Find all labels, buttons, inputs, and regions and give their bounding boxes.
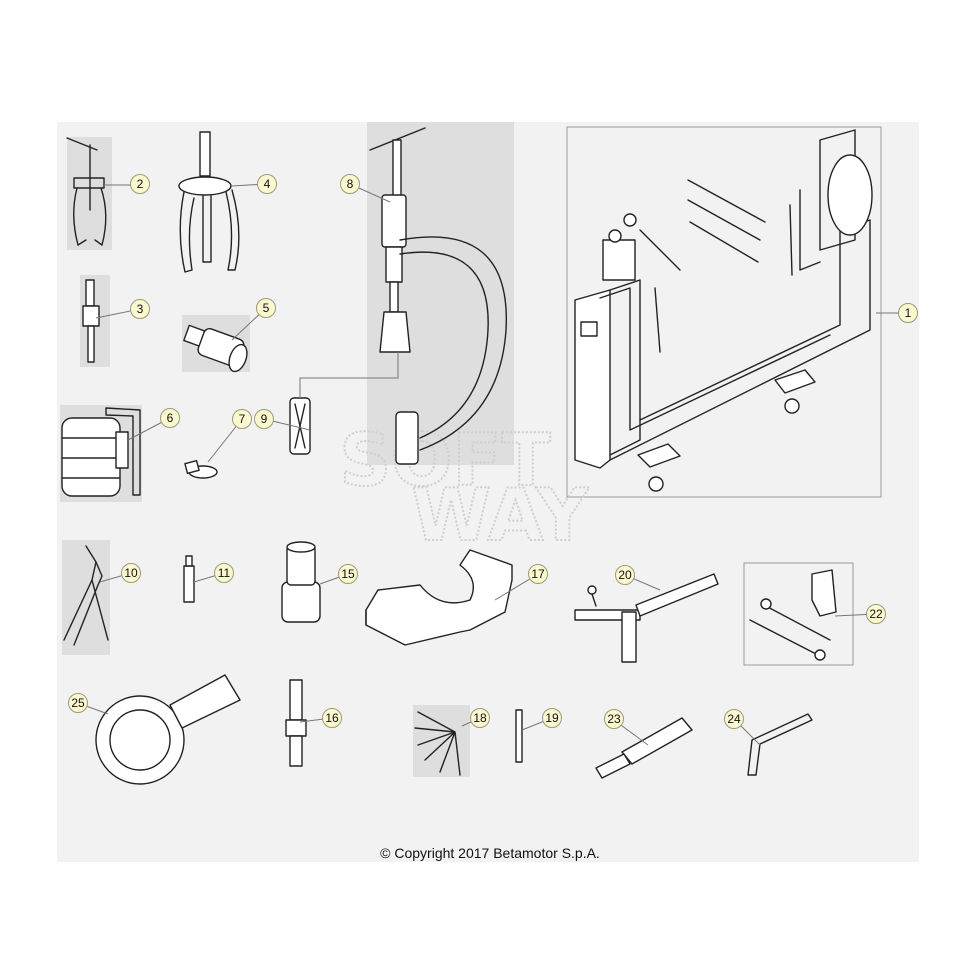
- callout-20: 20: [615, 565, 635, 585]
- part-8-highlight: [367, 122, 514, 465]
- callout-23: 23: [604, 709, 624, 729]
- part-18-feeler: [414, 711, 461, 776]
- svg-text:15: 15: [341, 567, 355, 581]
- svg-text:25: 25: [71, 696, 85, 710]
- watermark-line1: SOFT: [339, 418, 550, 502]
- part-4-puller: [178, 131, 240, 273]
- callout-15: 15: [338, 564, 358, 584]
- part-16-tool: [285, 679, 307, 767]
- svg-text:10: 10: [124, 566, 138, 580]
- part-23-bar: [595, 717, 693, 779]
- watermark-line2: WAY: [411, 473, 589, 557]
- part-19-pin: [515, 709, 523, 763]
- callout-5: 5: [256, 298, 276, 318]
- svg-text:2: 2: [137, 177, 144, 191]
- callout-22: 22: [866, 604, 886, 624]
- part-5-socket: [183, 324, 248, 373]
- svg-text:16: 16: [325, 711, 339, 725]
- svg-text:9: 9: [261, 412, 268, 426]
- svg-text:17: 17: [531, 567, 545, 581]
- callout-24: 24: [724, 709, 744, 729]
- part-17-plate: [365, 549, 513, 646]
- callout-17: 17: [528, 564, 548, 584]
- svg-text:19: 19: [545, 711, 559, 725]
- svg-text:4: 4: [264, 177, 271, 191]
- callout-2: 2: [130, 174, 150, 194]
- callout-4: 4: [257, 174, 277, 194]
- part-2-puller: [66, 137, 107, 246]
- callout-25: 25: [68, 693, 88, 713]
- part-15-socket: [281, 541, 321, 623]
- callout-7: 7: [232, 409, 252, 429]
- svg-text:22: 22: [869, 607, 883, 621]
- svg-text:24: 24: [727, 712, 741, 726]
- part-25-wrench: [95, 674, 241, 785]
- part-11-drift: [183, 555, 195, 603]
- part-18-highlight: [413, 705, 470, 777]
- part-22-bracket: [749, 569, 837, 661]
- callout-19: 19: [542, 708, 562, 728]
- svg-text:1: 1: [905, 306, 912, 320]
- callout-16: 16: [322, 708, 342, 728]
- callout-9: 9: [254, 409, 274, 429]
- part-3-extractor: [82, 279, 100, 363]
- callout-11: 11: [214, 563, 234, 583]
- callout-1: 1: [898, 303, 918, 323]
- callout-6: 6: [160, 408, 180, 428]
- copyright-notice: © Copyright 2017 Betamotor S.p.A.: [380, 845, 600, 861]
- part-7-pin: [184, 459, 218, 479]
- svg-text:3: 3: [137, 302, 144, 316]
- callout-18: 18: [470, 708, 490, 728]
- part-8-compressor: [369, 127, 507, 465]
- part-22-box: [743, 562, 854, 666]
- part-9-cage: [289, 352, 399, 455]
- part-6-ring-compressor: [61, 407, 141, 497]
- svg-text:18: 18: [473, 711, 487, 725]
- part-10-highlight: [62, 540, 110, 655]
- part-24-hex-key: [747, 713, 813, 776]
- svg-text:7: 7: [239, 412, 246, 426]
- part-20-holding-tool: [574, 573, 719, 663]
- svg-text:6: 6: [167, 411, 174, 425]
- svg-text:23: 23: [607, 712, 621, 726]
- callout-10: 10: [121, 563, 141, 583]
- svg-text:8: 8: [347, 177, 354, 191]
- part-1-frame: [574, 129, 873, 492]
- callout-8: 8: [340, 174, 360, 194]
- callout-3: 3: [130, 299, 150, 319]
- svg-text:11: 11: [218, 566, 231, 580]
- svg-text:20: 20: [618, 568, 632, 582]
- svg-text:5: 5: [263, 301, 270, 315]
- part-1-frame-box: [566, 126, 882, 498]
- part-10-pliers: [63, 545, 109, 646]
